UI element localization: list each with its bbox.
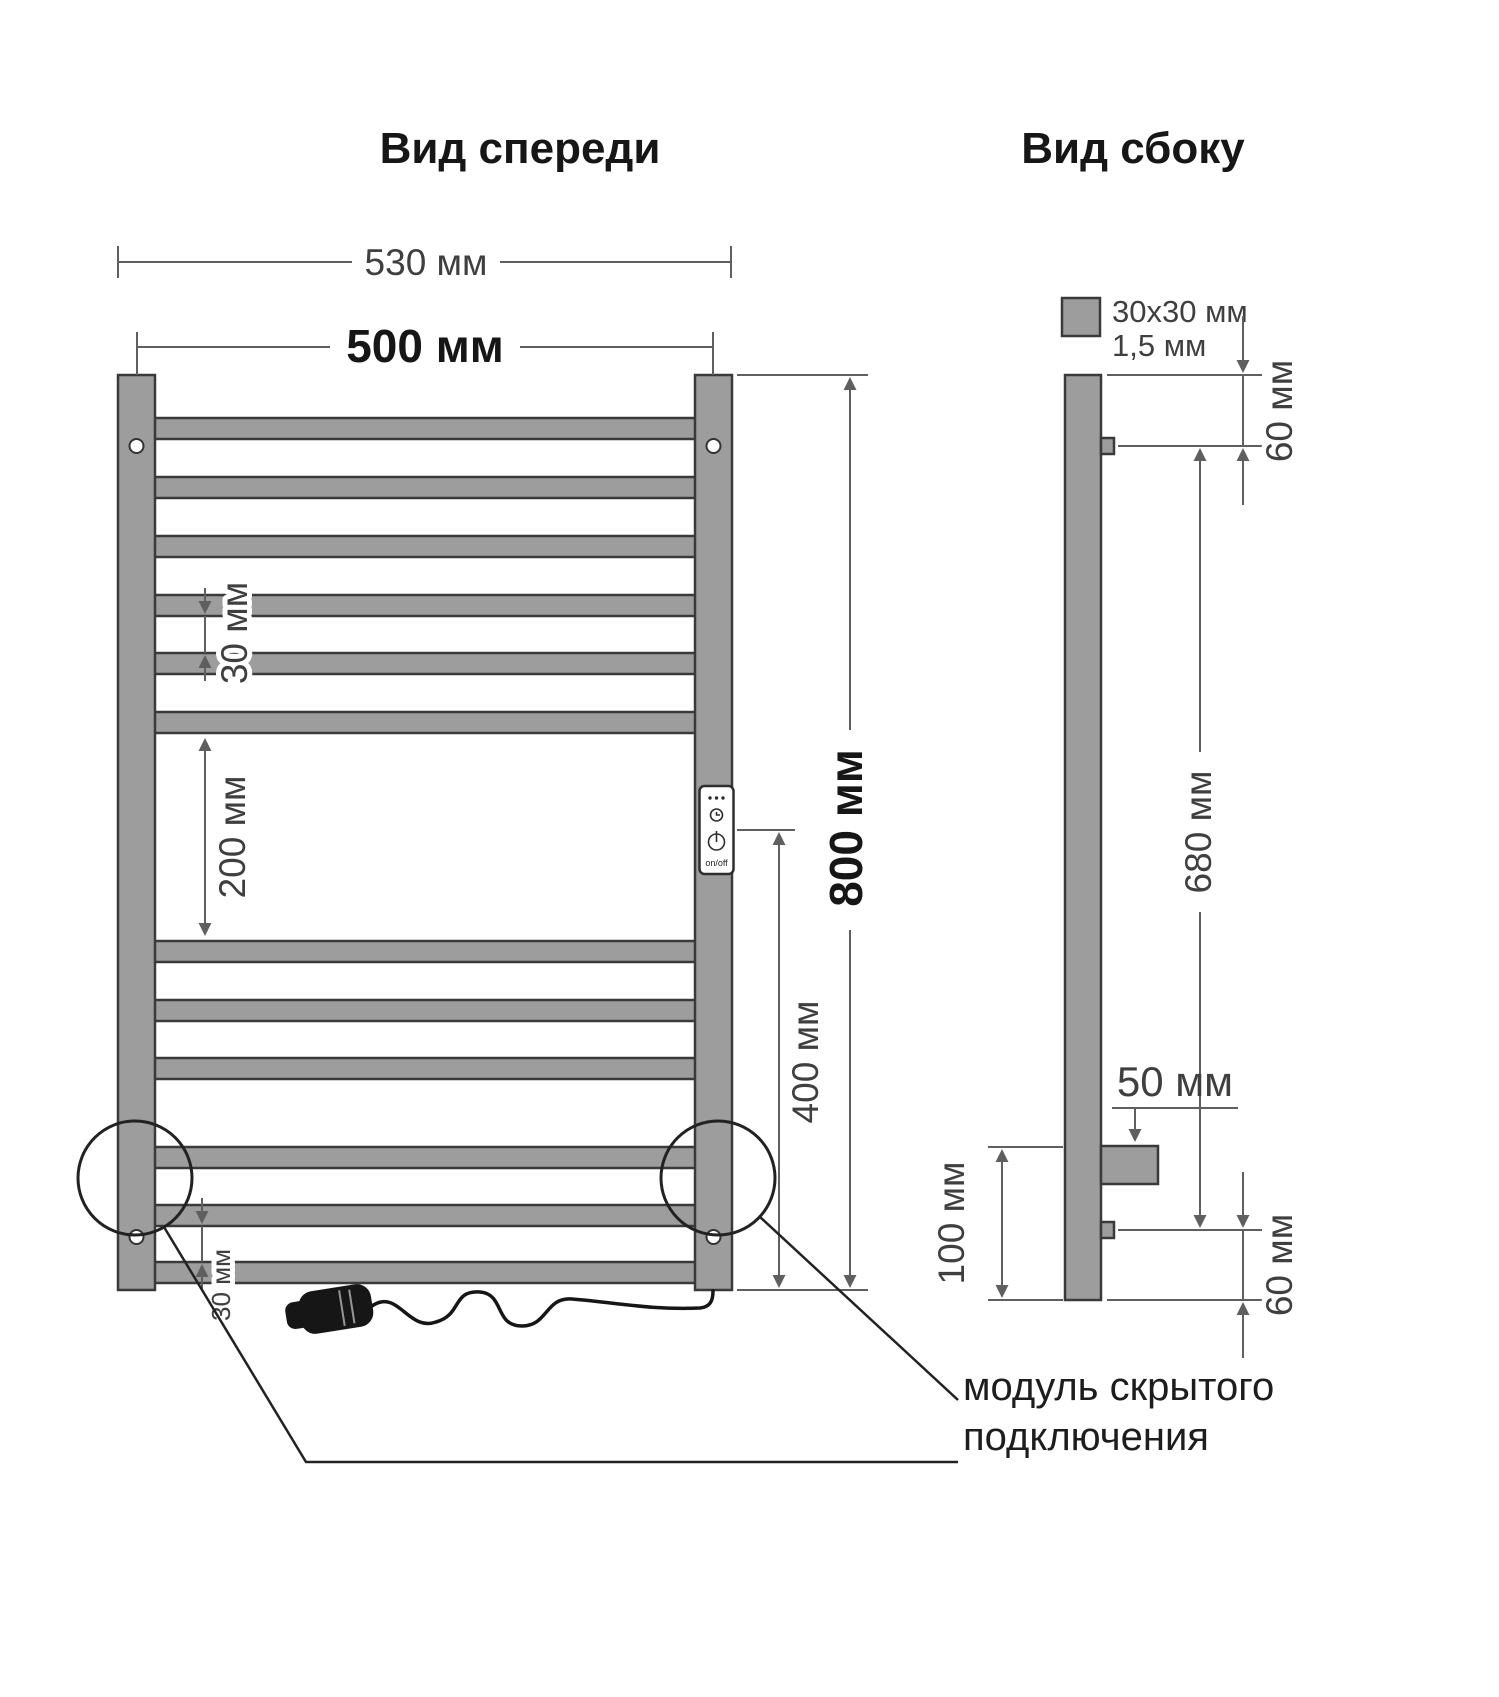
clock-hands-icon [715,812,720,816]
side-view-rail: 30x30 мм 1,5 мм [1060,294,1248,1302]
mounting-hole [705,1229,722,1245]
indicator-dot-icon [714,796,719,800]
outer-width-label: 530 мм [365,242,488,283]
rung [151,416,699,441]
left-detail-circle [76,1119,194,1237]
bottom-offset-label: 60 мм [1259,1214,1300,1316]
profile-legend-square [1060,296,1102,338]
mounting-hole [128,438,145,454]
dim-module-from-bottom: 100 мм [926,1146,1063,1301]
hidden-connection-module [1099,1144,1160,1186]
side-view-title: Вид сбоку [1021,124,1245,173]
dim-bottom-gap: 30 мм [195,1198,241,1326]
dim-bottom-offset: 60 мм [1107,1172,1305,1358]
middle-gap-label: 200 мм [212,776,253,899]
power-cord [370,1289,715,1328]
timer-clock-icon [709,808,724,822]
mounting-hole [705,438,722,454]
dim-middle-gap: 200 мм [198,738,258,936]
control-module: on/off [698,784,735,876]
dim-module-length: 50 мм [1112,1058,1238,1142]
callout-line2: подключения [963,1415,1209,1459]
right-callout-leader [759,1216,959,1401]
rung-gap-label: 30 мм [214,582,255,684]
onoff-label: on/off [705,858,728,868]
wall-thickness-label: 1,5 мм [1112,328,1206,363]
rung [151,534,699,559]
dim-overall-height: 800 мм [737,374,877,1291]
center-width-label: 500 мм [346,320,504,372]
rung [151,998,699,1023]
hidden-connection-callout: модуль скрытого подключения [963,1365,1274,1459]
rung [151,710,699,735]
bottom-wall-bracket [1099,1220,1116,1240]
mounting-hole [128,1229,145,1245]
module-height-label: 400 мм [785,1001,826,1124]
bracket-span-label: 680 мм [1178,771,1219,894]
module-length-label: 50 мм [1117,1058,1233,1105]
dim-module-height: 400 мм [737,829,831,1288]
dim-center-width: 500 мм [136,320,714,375]
left-post [116,373,157,1292]
plug-body [298,1284,374,1334]
indicator-dot-icon [708,796,712,800]
dim-outer-width: 530 мм [117,242,732,283]
dim-top-offset: 60 мм [1107,316,1305,505]
front-view-title: Вид спереди [380,124,661,173]
overall-height-label: 800 мм [820,749,872,907]
rung [151,1056,699,1081]
profile-size-label: 30x30 мм [1112,294,1248,329]
module-from-bottom-label: 100 мм [931,1162,972,1285]
rung [151,1145,699,1170]
right-detail-circle [659,1119,777,1237]
rung [151,1203,699,1228]
dim-rung-gap: 30 мм [198,577,260,689]
rung [151,475,699,500]
plug-ridge [338,1290,346,1326]
indicator-dot-icon [721,796,725,800]
front-view-rail [116,373,734,1292]
top-wall-bracket [1099,436,1116,456]
plug-ridge [348,1289,356,1324]
bottom-gap-label: 30 мм [206,1249,236,1321]
left-callout-leader [162,1226,958,1464]
rung [151,939,699,964]
callout-line1: модуль скрытого [963,1365,1274,1409]
side-post [1063,373,1103,1302]
power-plug [285,1284,715,1334]
dim-bracket-span: 680 мм [1118,448,1262,1231]
top-offset-label: 60 мм [1259,360,1300,462]
plug-snout [285,1301,310,1330]
control-module-body [698,784,735,876]
